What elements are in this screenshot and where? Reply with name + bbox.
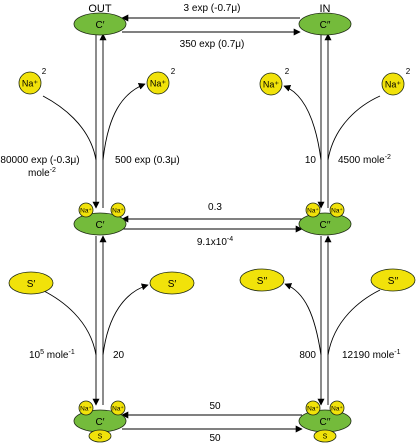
free-s-in-release: S′′ xyxy=(239,268,285,292)
free-na-in-release: Na⁺ 2 xyxy=(259,67,290,96)
free-s-out-bind: S′ xyxy=(8,271,54,295)
rate-left-na-bind-unit: mole-2 xyxy=(28,167,56,179)
bound-na-mid-left-2: Na⁺ xyxy=(110,202,126,218)
free-s-out-release: S′ xyxy=(149,271,195,295)
rate-right-na-bind: 4500 mole-2 xyxy=(338,154,391,166)
rate-right-s-bind: 12190 mole-1 xyxy=(342,349,401,361)
svg-text:2: 2 xyxy=(42,67,47,76)
bound-na-bot-left-1: Na⁺ xyxy=(78,400,94,416)
rate-mid-backward: 9.1x10-4 xyxy=(197,236,233,248)
svg-text:S: S xyxy=(98,434,103,441)
curve-right-na-bind xyxy=(327,95,381,161)
svg-text:Na⁺: Na⁺ xyxy=(385,80,402,90)
svg-text:C′: C′ xyxy=(95,20,104,31)
rate-bot-forward: 50 xyxy=(209,401,221,412)
rate-left-na-bind: 80000 exp (-0.3μ) xyxy=(0,155,79,166)
svg-text:S: S xyxy=(323,434,328,441)
free-na-in-bind: Na⁺ 2 xyxy=(381,67,411,96)
rate-right-s-release: 800 xyxy=(299,350,316,361)
curve-right-s-release xyxy=(284,283,322,356)
state-top-right: C″ xyxy=(298,12,352,36)
header-in: IN xyxy=(320,3,331,15)
svg-text:2: 2 xyxy=(285,67,290,76)
bound-na-bot-right-1: Na⁺ xyxy=(305,400,321,416)
state-top-left: C′ xyxy=(73,12,127,36)
svg-text:Na⁺: Na⁺ xyxy=(307,208,319,215)
svg-text:S′′: S′′ xyxy=(257,276,268,287)
curve-right-na-release xyxy=(283,85,322,161)
rate-left-s-bind: 105 mole-1 xyxy=(29,349,75,361)
rate-left-na-release: 500 exp (0.3μ) xyxy=(115,155,180,166)
svg-text:Na⁺: Na⁺ xyxy=(80,208,92,215)
curve-left-na-bind xyxy=(42,95,97,161)
rate-top-backward: 350 exp (0.7μ) xyxy=(180,39,245,50)
svg-text:Na⁺: Na⁺ xyxy=(112,208,124,215)
svg-text:C′′: C′′ xyxy=(320,220,331,231)
curve-left-na-release xyxy=(102,83,146,161)
svg-text:S′: S′ xyxy=(27,279,36,290)
svg-text:C′′: C′′ xyxy=(320,417,331,428)
svg-text:Na⁺: Na⁺ xyxy=(80,406,92,413)
header-out: OUT xyxy=(88,3,112,15)
curve-left-s-bind xyxy=(41,289,97,356)
svg-text:2: 2 xyxy=(171,67,176,76)
svg-text:Na⁺: Na⁺ xyxy=(150,79,167,89)
bound-na-bot-left-2: Na⁺ xyxy=(110,400,126,416)
svg-text:C′: C′ xyxy=(95,220,104,231)
rate-bot-backward: 50 xyxy=(209,433,221,444)
svg-text:S′: S′ xyxy=(168,279,177,290)
bound-na-bot-right-2: Na⁺ xyxy=(329,400,345,416)
state-bot-left: C′ xyxy=(73,409,127,433)
bound-na-mid-left-1: Na⁺ xyxy=(78,202,94,218)
svg-text:Na⁺: Na⁺ xyxy=(331,406,343,413)
curve-left-s-release xyxy=(102,283,149,356)
svg-text:Na⁺: Na⁺ xyxy=(22,79,39,89)
state-mid-left: C′ xyxy=(73,212,127,236)
svg-text:C′: C′ xyxy=(95,417,104,428)
svg-text:C″: C″ xyxy=(320,20,331,31)
svg-text:Na⁺: Na⁺ xyxy=(112,406,124,413)
state-mid-right: C′′ xyxy=(298,212,352,236)
svg-text:2: 2 xyxy=(406,67,411,76)
svg-text:Na⁺: Na⁺ xyxy=(263,80,280,90)
bound-na-mid-right-1: Na⁺ xyxy=(305,202,321,218)
svg-text:Na⁺: Na⁺ xyxy=(331,208,343,215)
rate-left-s-release: 20 xyxy=(113,350,125,361)
rate-right-na-release: 10 xyxy=(305,155,317,166)
svg-text:Na⁺: Na⁺ xyxy=(307,406,319,413)
bound-na-mid-right-2: Na⁺ xyxy=(329,202,345,218)
free-na-out-release: Na⁺ 2 xyxy=(146,67,176,95)
bound-s-bot-left: S xyxy=(88,429,112,443)
state-bot-right: C′′ xyxy=(298,409,352,433)
rate-top-forward: 3 exp (-0.7μ) xyxy=(184,3,241,14)
svg-text:S′′: S′′ xyxy=(388,276,399,287)
rate-mid-forward: 0.3 xyxy=(208,202,222,213)
free-na-out-bind: Na⁺ 2 xyxy=(18,67,47,95)
free-s-in-bind: S′′ xyxy=(370,268,416,292)
bound-s-bot-right: S xyxy=(313,429,337,443)
curve-right-s-bind xyxy=(327,289,381,356)
